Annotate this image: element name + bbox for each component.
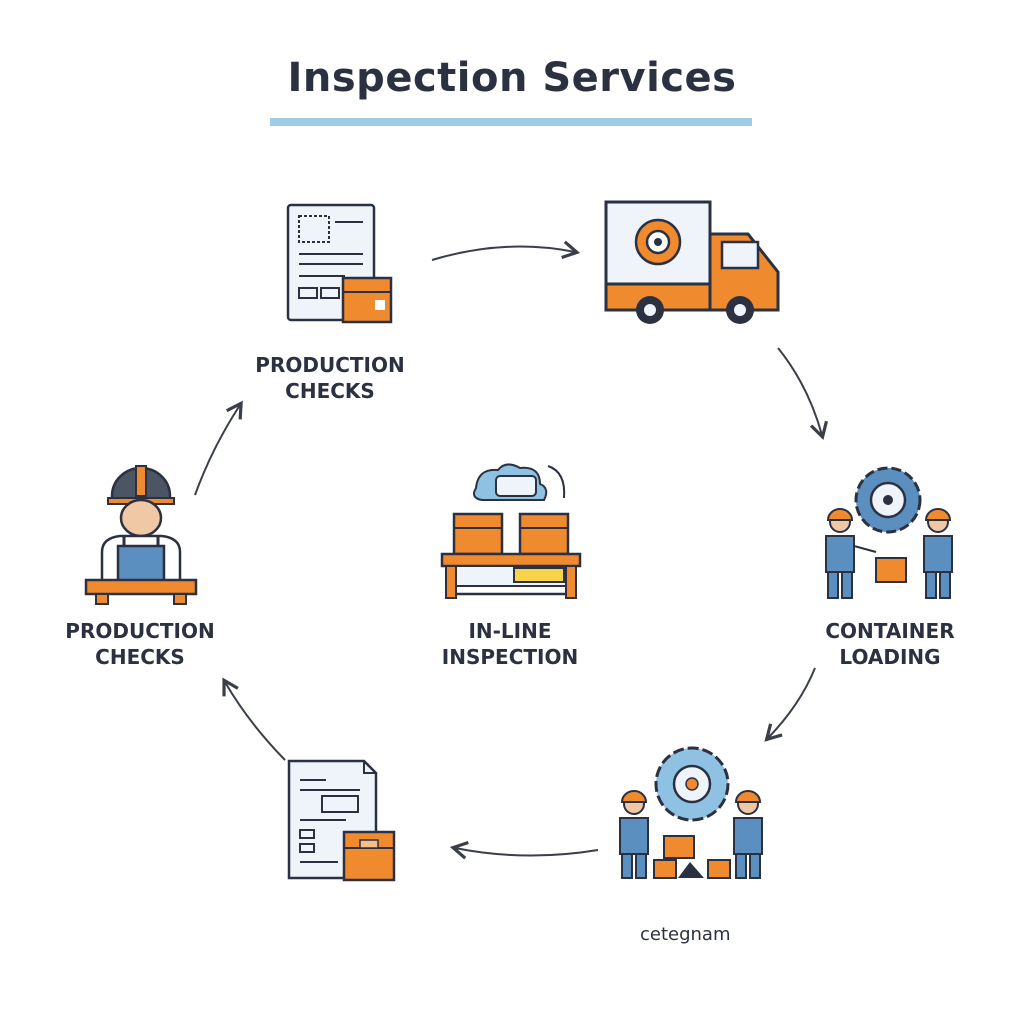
title-underline [270, 118, 752, 126]
step1-label-line2: CHECKS [285, 379, 375, 403]
footer-text: cetegnam [640, 924, 731, 945]
delivery-truck-icon [604, 200, 780, 324]
document-box-icon [286, 203, 393, 324]
arrow-step4-to-step5 [449, 840, 599, 860]
center-label-line1: IN-LINE [468, 619, 552, 643]
step3-label: CONTAINER LOADING [800, 618, 980, 670]
arrow-step3-to-step4 [764, 667, 816, 742]
center-label-line2: INSPECTION [441, 645, 579, 669]
page-title: Inspection Services [287, 55, 737, 101]
center-label: IN-LINE INSPECTION [420, 618, 600, 670]
step6-label: PRODUCTION CHECKS [50, 618, 230, 670]
step6-label-line2: CHECKS [95, 645, 185, 669]
conveyor-boxes-icon [440, 463, 582, 599]
workers-gear-tools-icon [619, 746, 763, 879]
arrow-step5-to-step6 [222, 677, 286, 761]
worker-icon [84, 465, 198, 605]
step3-label-line1: CONTAINER [825, 619, 955, 643]
step1-label-line1: PRODUCTION [255, 353, 405, 377]
arrow-step1-to-step2 [431, 240, 581, 261]
arrow-step6-to-step1 [194, 400, 243, 496]
workers-gear-icon [825, 466, 953, 599]
arrow-step2-to-step3 [777, 347, 829, 441]
step6-label-line1: PRODUCTION [65, 619, 215, 643]
step3-label-line2: LOADING [839, 645, 941, 669]
step1-label: PRODUCTION CHECKS [240, 352, 420, 404]
document-box-icon [287, 759, 396, 882]
